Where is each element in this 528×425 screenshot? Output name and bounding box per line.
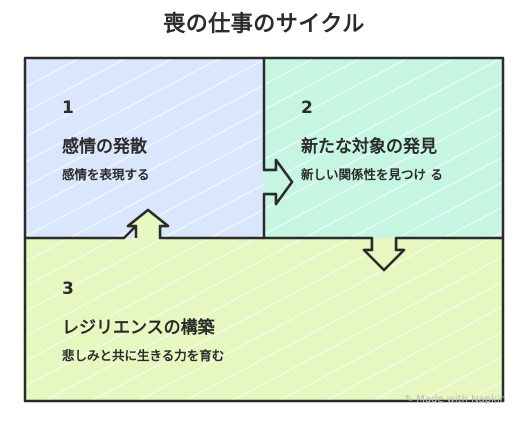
arrow-up-icon <box>128 210 168 238</box>
watermark-text: Made with Napkin <box>416 394 506 405</box>
stage-3-number: 3 <box>62 279 74 299</box>
stage-1-title: 感情の発散 <box>62 137 147 157</box>
stage-2: 2 新たな対象の発見 新しい関係性を見つけ る <box>301 98 491 183</box>
stage-2-description: 新しい関係性を見つけ る <box>301 167 443 182</box>
stage-1: 1 感情の発散 感情を表現する <box>62 98 252 183</box>
stage-3-description: 悲しみと共に生きる力を育む <box>62 348 225 363</box>
diagram-title: 喪の仕事のサイクル <box>163 12 365 37</box>
stage-1-number: 1 <box>62 98 74 118</box>
napkin-logo-icon: ✎ <box>404 394 414 405</box>
stage-2-title: 新たな対象の発見 <box>301 137 437 157</box>
stage-3-title: レジリエンスの構築 <box>62 318 215 338</box>
napkin-watermark: ✎ Made with Napkin <box>405 394 506 405</box>
stage-1-description: 感情を表現する <box>62 167 150 182</box>
stage-3: 3 レジリエンスの構築 悲しみと共に生きる力を育む <box>62 279 462 364</box>
arrow-down-icon <box>364 238 404 270</box>
stage-2-number: 2 <box>301 98 313 118</box>
